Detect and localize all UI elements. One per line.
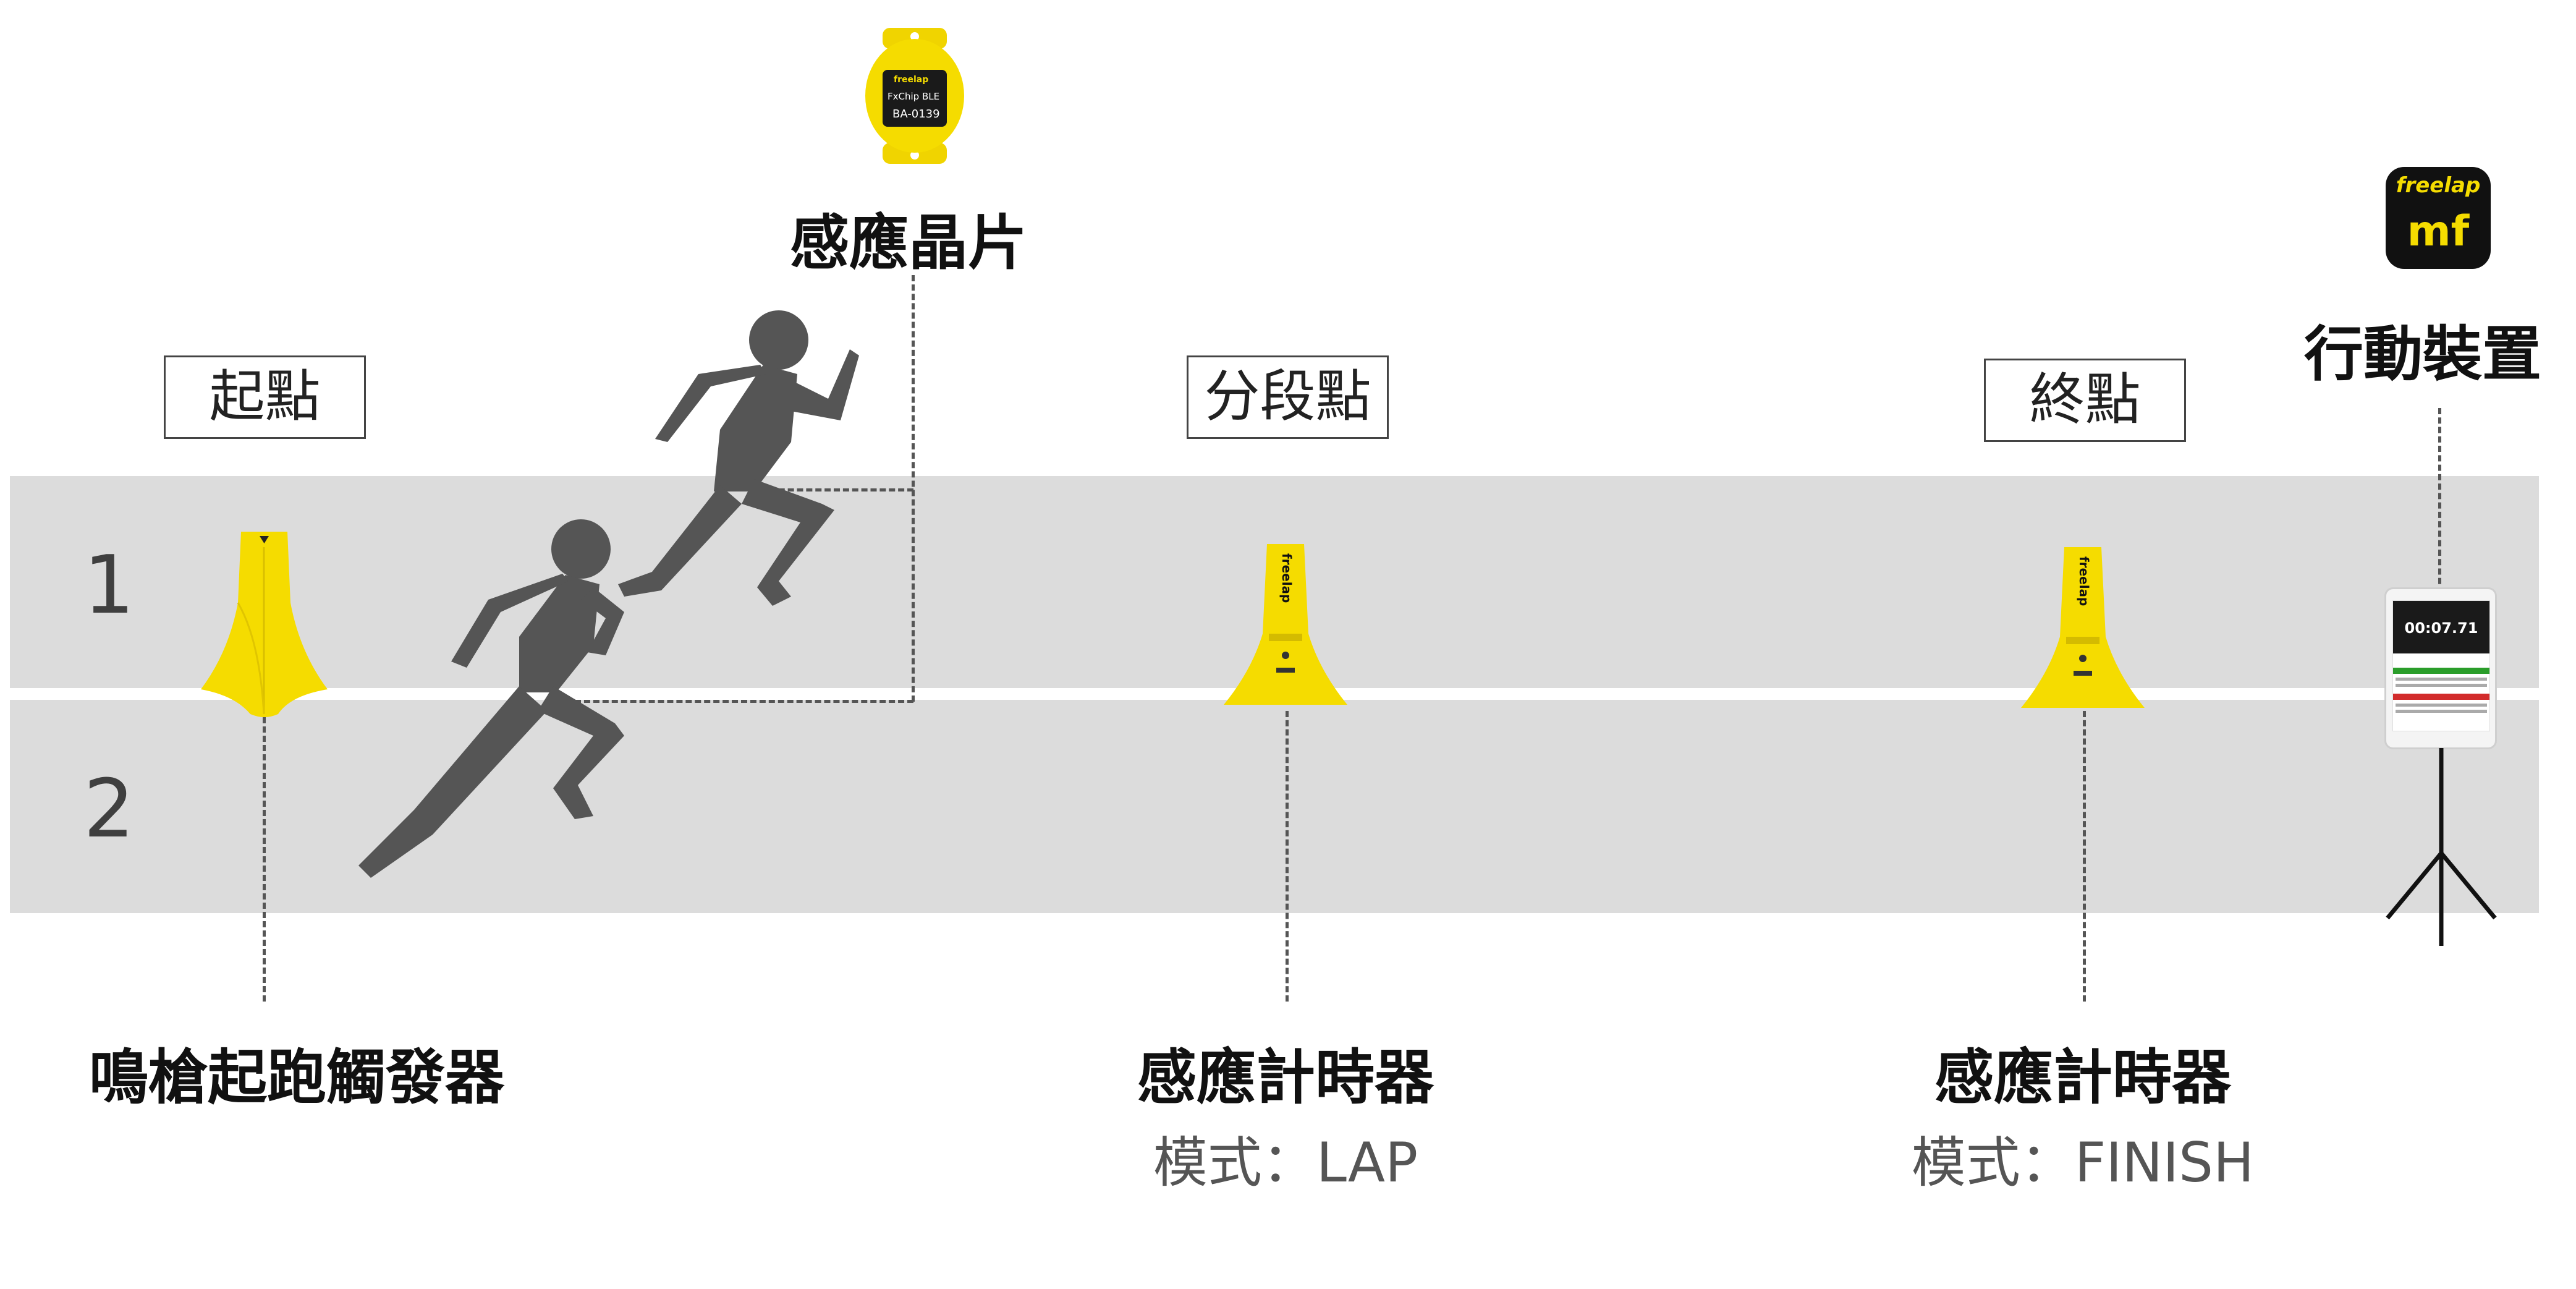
mobile-label: 行動裝置 (2304, 320, 2541, 389)
finish-sensor-icon: freelap (2021, 547, 2145, 708)
lap-sensor-icon: freelap (1224, 544, 1347, 705)
chip-connector-bottom (575, 700, 913, 703)
app-icon[interactable] (2386, 167, 2491, 269)
chip-device-icon: freelap FxChip BLE BA-0139 (865, 28, 964, 164)
tablet-row (2396, 704, 2487, 707)
tablet-timer-panel (2393, 601, 2489, 653)
trigger-label: 鳴槍起跑觸發器 (89, 1043, 504, 1112)
finish-sensor-brand: freelap (2077, 556, 2091, 606)
runner-silhouette-lane-1 (618, 310, 859, 606)
start-label: 起點 (164, 355, 366, 439)
mobile-connector-line (2438, 408, 2441, 593)
tablet-red-bar (2393, 694, 2489, 700)
lane-number-1: 1 (83, 538, 135, 632)
app-brand-text: freelap (2396, 173, 2481, 198)
runner-silhouette-lane-2 (358, 519, 624, 878)
lap-sensor-brand: freelap (1279, 553, 1294, 603)
tablet-time-text: 00:07.71 (2404, 619, 2478, 637)
tablet-green-bar (2393, 668, 2489, 674)
start-trigger-icon (201, 532, 328, 717)
chip-brand-text: freelap (894, 75, 928, 85)
finish-label: 終點 (1984, 359, 2186, 442)
timer-finish-label: 感應計時器 (1934, 1043, 2231, 1112)
tripod-stand (2386, 748, 2497, 946)
chip-model-text: FxChip BLE (888, 91, 939, 102)
chip-id-text: BA-0139 (892, 108, 940, 121)
chip-connector-top (760, 488, 913, 491)
split-label: 分段點 (1187, 355, 1389, 439)
finish-connector-line (2083, 711, 2086, 1002)
tablet-device: 00:07.71 (2384, 587, 2497, 749)
mode-finish-label: 模式：FINISH (1911, 1131, 2255, 1194)
tablet-row (2396, 684, 2487, 687)
lap-connector-line (1286, 711, 1289, 1002)
mode-lap-label: 模式：LAP (1153, 1131, 1418, 1194)
timer-lap-label: 感應計時器 (1137, 1043, 1434, 1112)
tablet-row (2396, 678, 2487, 681)
lane-number-2: 2 (83, 762, 135, 856)
tablet-row (2396, 710, 2487, 713)
trigger-connector-line (263, 717, 266, 1002)
app-letters-text: mf (2407, 207, 2470, 256)
tablet-screen: 00:07.71 (2392, 600, 2490, 731)
chip-label: 感應晶片 (790, 208, 1027, 278)
